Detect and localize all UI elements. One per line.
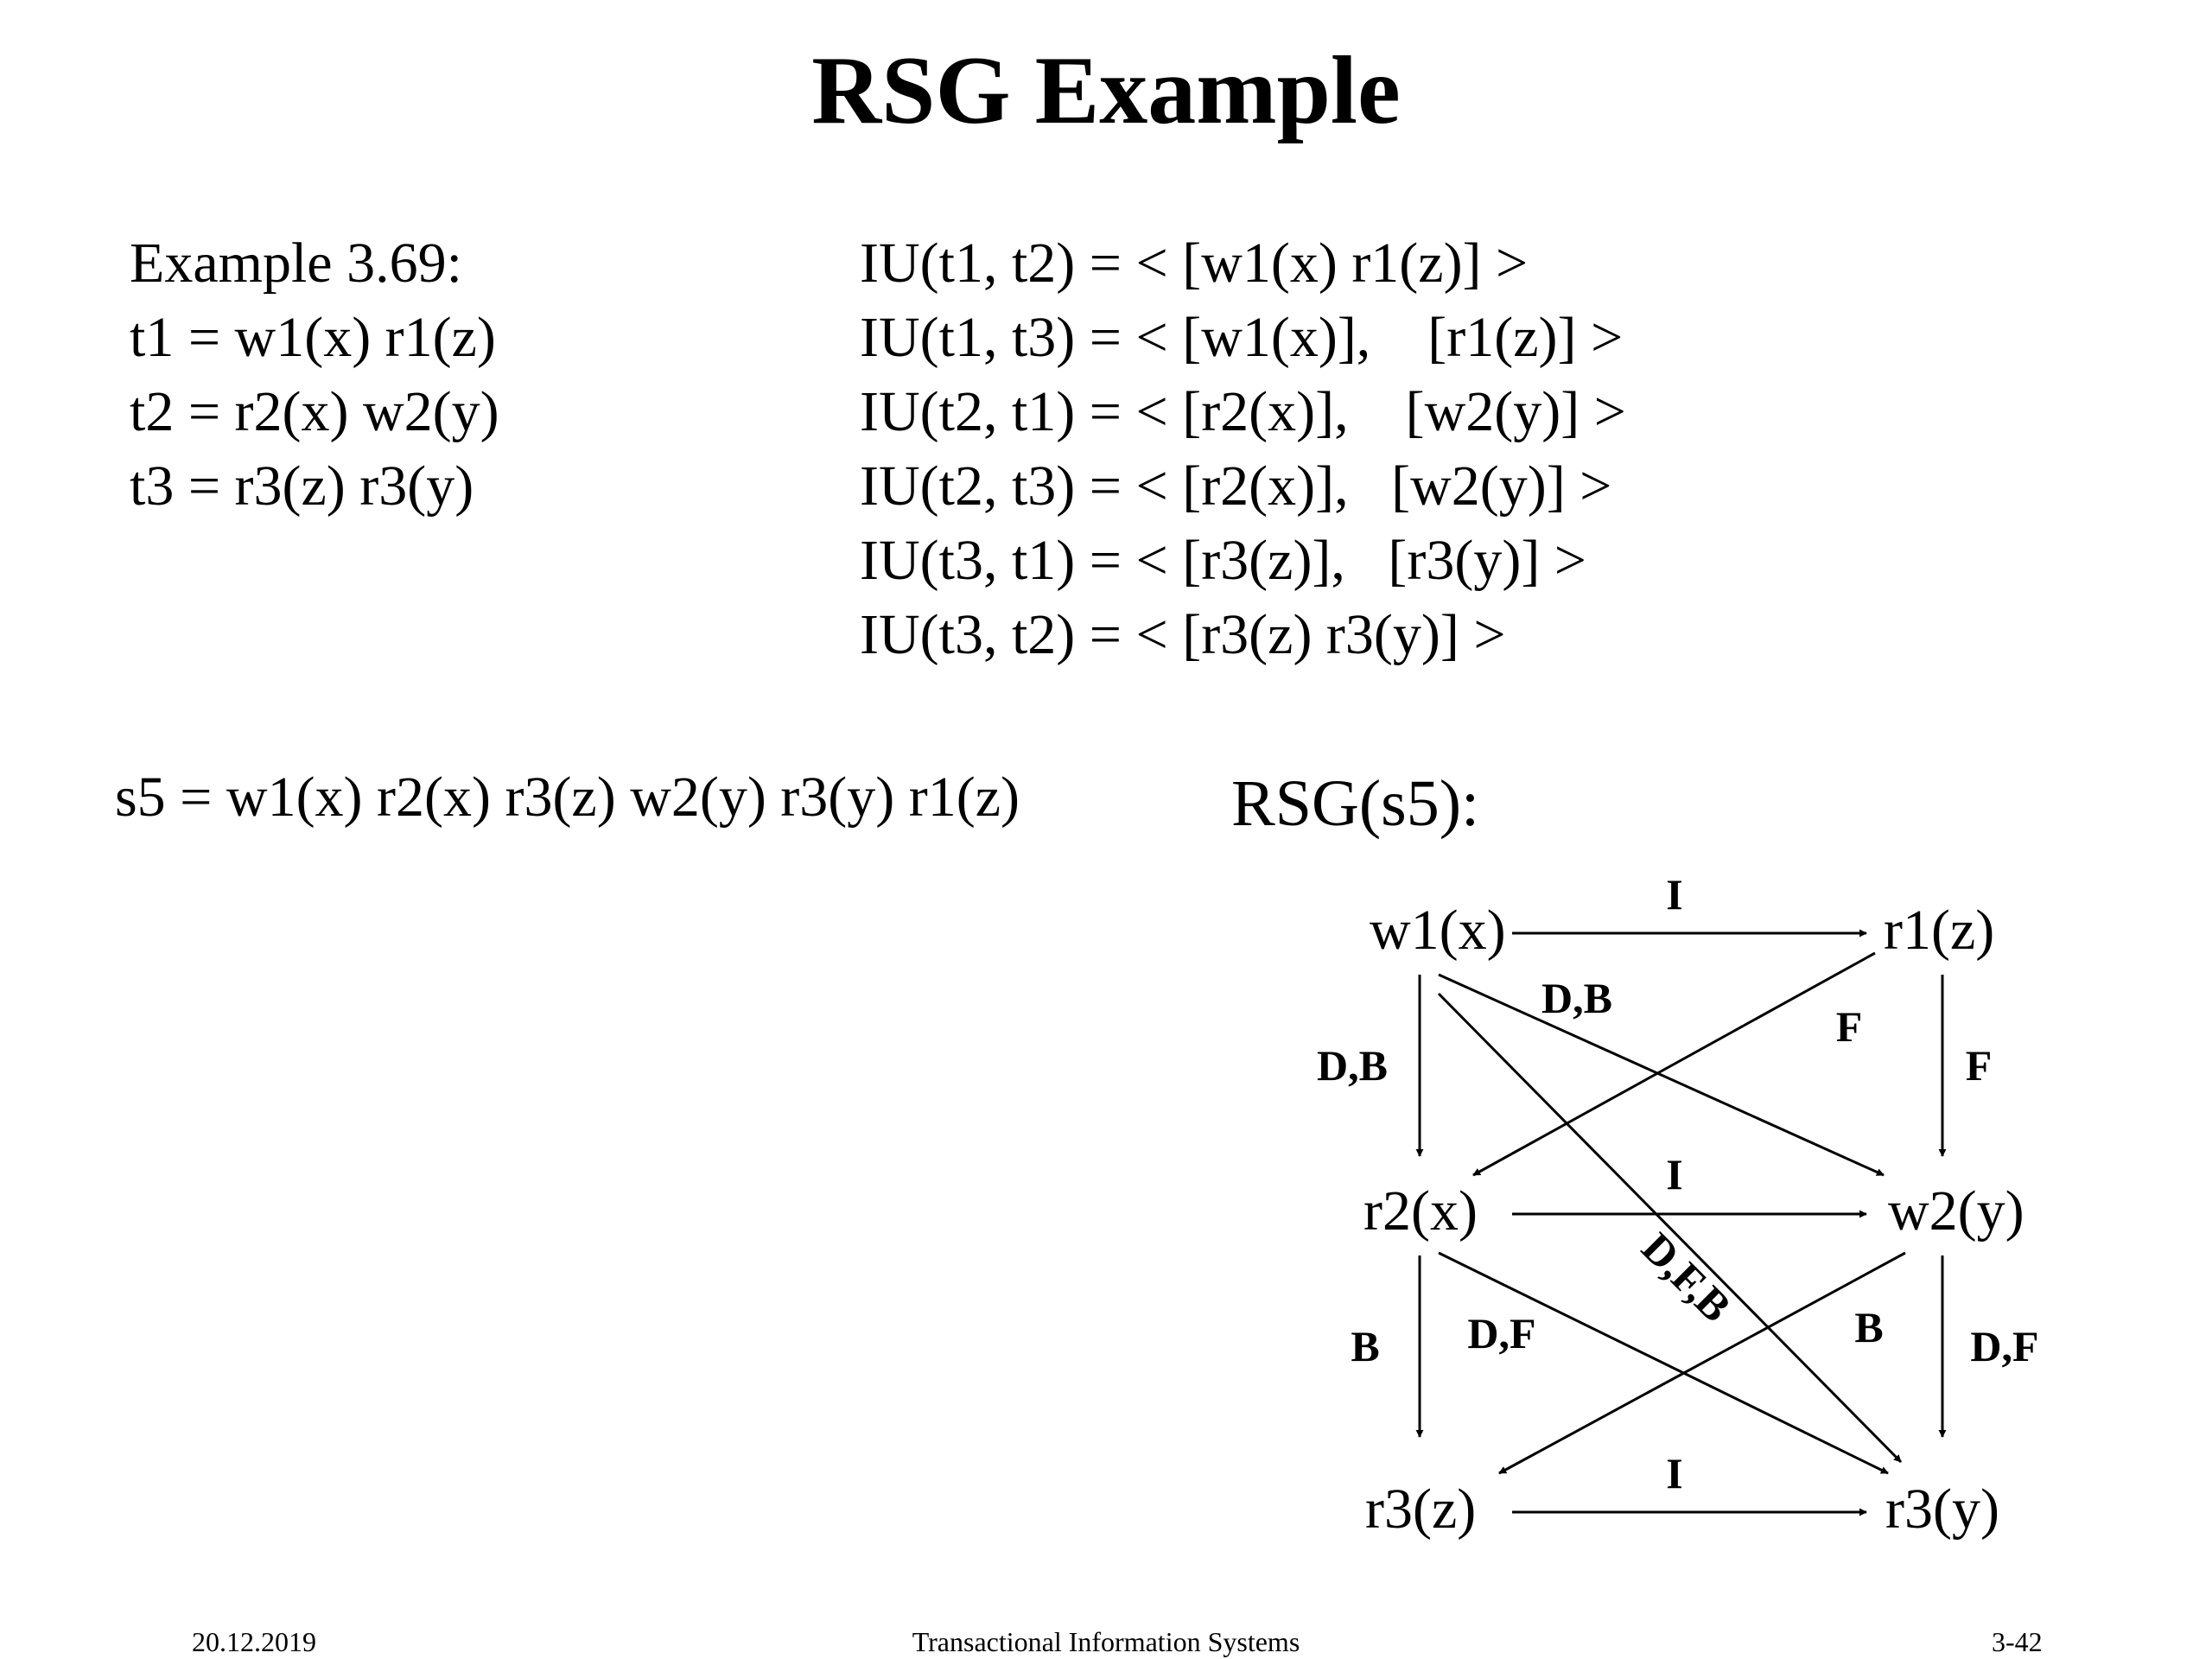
edge-r1z-r2x [1472, 951, 1876, 1177]
example-heading: Example 3.69: [130, 232, 462, 295]
label-r1z-r2x: F [1836, 1002, 1863, 1051]
node-w1x: w1(x) [1370, 899, 1506, 962]
footer-course: Transactional Information Systems [912, 1626, 1300, 1657]
label-r1z-w2y: F [1966, 1041, 1993, 1090]
footer-date: 20.12.2019 [192, 1626, 316, 1657]
edge-w2y-r3z [1498, 1251, 1906, 1475]
iu-t3-t1: IU(t3, t1) = < [r3(z)], [r3(y)] > [860, 529, 1587, 592]
edge-w1x-r3y [1437, 992, 1903, 1464]
label-r2x-w2y: I [1666, 1150, 1682, 1198]
iu-t1-t2: IU(t1, t2) = < [w1(x) r1(z)] > [860, 232, 1529, 295]
node-r2x: r2(x) [1363, 1179, 1478, 1243]
node-r3z: r3(z) [1365, 1478, 1476, 1541]
edge-r2x-r3y [1438, 1251, 1889, 1475]
footer-page: 3-42 [1992, 1626, 2043, 1657]
node-r3y: r3(y) [1885, 1478, 1999, 1541]
label-w2y-r3z: B [1854, 1303, 1883, 1351]
iu-t2-t1: IU(t2, t1) = < [r2(x)], [w2(y)] > [860, 380, 1626, 443]
label-w2y-r3y: D,F [1970, 1322, 2038, 1370]
transaction-t1: t1 = w1(x) r1(z) [130, 306, 496, 369]
iu-t2-t3: IU(t2, t3) = < [r2(x)], [w2(y)] > [860, 454, 1612, 518]
label-w1x-r1z: I [1666, 870, 1682, 918]
transaction-t2: t2 = r2(x) w2(y) [130, 380, 499, 443]
iu-t3-t2: IU(t3, t2) = < [r3(z) r3(y)] > [860, 603, 1506, 666]
edge-w1x-w2y [1438, 973, 1885, 1177]
label-r3z-r3y: I [1666, 1449, 1682, 1497]
label-w1x-r2x: D,B [1317, 1041, 1388, 1090]
node-r1z: r1(z) [1884, 899, 1994, 962]
transaction-t3: t3 = r3(z) r3(y) [130, 454, 474, 518]
label-r2x-r3y: D,F [1467, 1309, 1535, 1357]
iu-t1-t3: IU(t1, t3) = < [w1(x)], [r1(z)] > [860, 306, 1624, 369]
node-w2y: w2(y) [1888, 1179, 2024, 1243]
rsg-title: RSG(s5): [1231, 767, 1480, 840]
label-w1x-r3y: D,F,B [1633, 1224, 1741, 1332]
schedule-s5: s5 = w1(x) r2(x) r3(z) w2(y) r3(y) r1(z) [115, 766, 1020, 829]
slide-title: RSG Example [811, 37, 1401, 144]
label-w1x-w2y: D,B [1541, 974, 1612, 1022]
label-r2x-r3z: B [1351, 1322, 1379, 1370]
